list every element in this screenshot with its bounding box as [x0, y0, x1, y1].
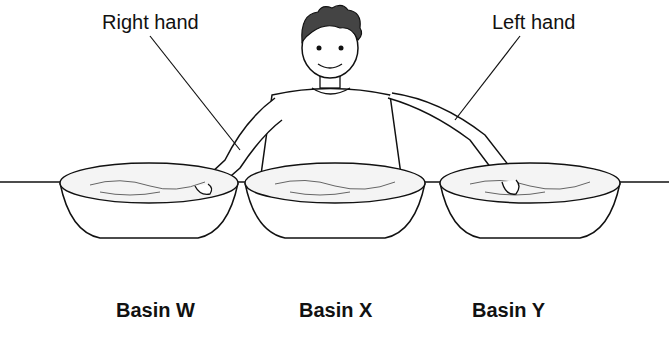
boy-hair	[302, 5, 362, 42]
left-hand	[502, 180, 519, 194]
shirt-collar	[312, 88, 350, 94]
text-label: Left hand	[492, 10, 575, 34]
text-label: Right hand	[102, 10, 199, 34]
water-ripple	[90, 181, 205, 195]
water-ripple	[470, 180, 590, 195]
basin-rim	[60, 163, 238, 203]
right-hand	[195, 184, 212, 194]
water-ripple	[275, 180, 395, 195]
text-label: Basin W	[116, 298, 195, 322]
text-label: Basin Y	[472, 298, 545, 322]
text-label: Basin X	[299, 298, 372, 322]
leader-line	[150, 36, 240, 150]
basin-rim	[440, 163, 620, 203]
basin-rim	[245, 163, 425, 203]
boy-eye	[317, 46, 322, 51]
boy-eye	[339, 46, 344, 51]
leader-line	[455, 36, 520, 120]
boy-mouth	[318, 64, 342, 68]
